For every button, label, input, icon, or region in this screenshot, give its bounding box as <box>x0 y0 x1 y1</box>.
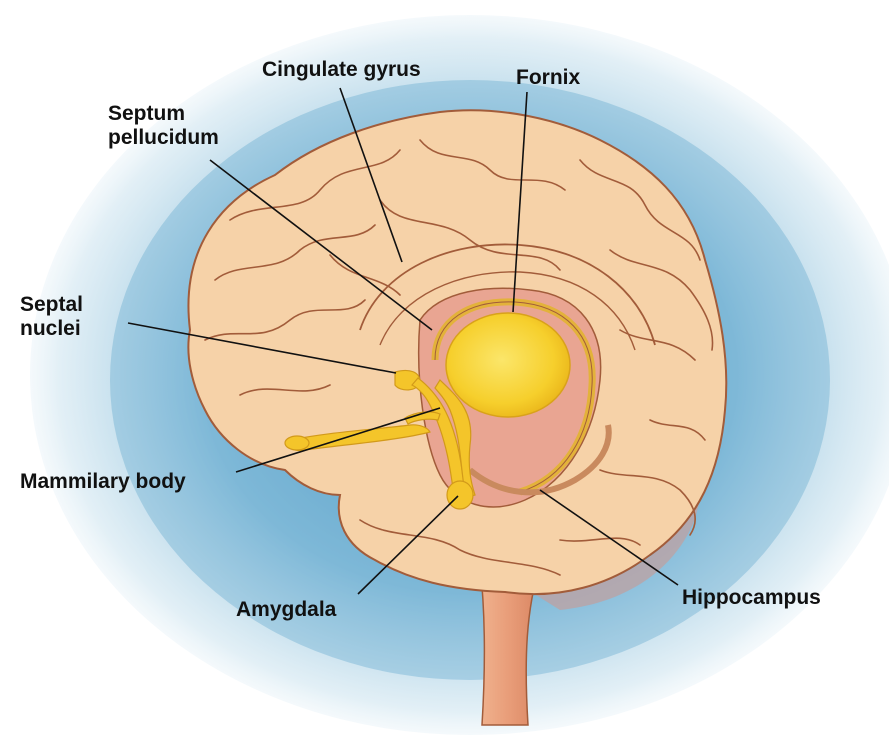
label-mammilary-body-text: Mammilary body <box>20 470 186 493</box>
label-amygdala: Amygdala <box>236 598 336 622</box>
label-fornix: Fornix <box>516 66 580 90</box>
label-hippocampus-text: Hippocampus <box>682 586 821 609</box>
label-septal-nuclei-line2: nuclei <box>20 317 83 341</box>
label-septum-pellucidum: Septum pellucidum <box>108 102 219 150</box>
label-amygdala-text: Amygdala <box>236 598 336 621</box>
label-septum-pellucidum-line1: Septum <box>108 102 219 126</box>
label-cingulate-gyrus: Cingulate gyrus <box>262 58 421 82</box>
label-septal-nuclei-line1: Septal <box>20 293 83 317</box>
label-cingulate-gyrus-text: Cingulate gyrus <box>262 58 421 81</box>
label-septal-nuclei: Septal nuclei <box>20 293 83 341</box>
label-hippocampus: Hippocampus <box>682 586 821 610</box>
label-septum-pellucidum-line2: pellucidum <box>108 126 219 150</box>
label-mammilary-body: Mammilary body <box>20 470 186 494</box>
thalamus <box>446 313 570 417</box>
label-fornix-text: Fornix <box>516 66 580 89</box>
